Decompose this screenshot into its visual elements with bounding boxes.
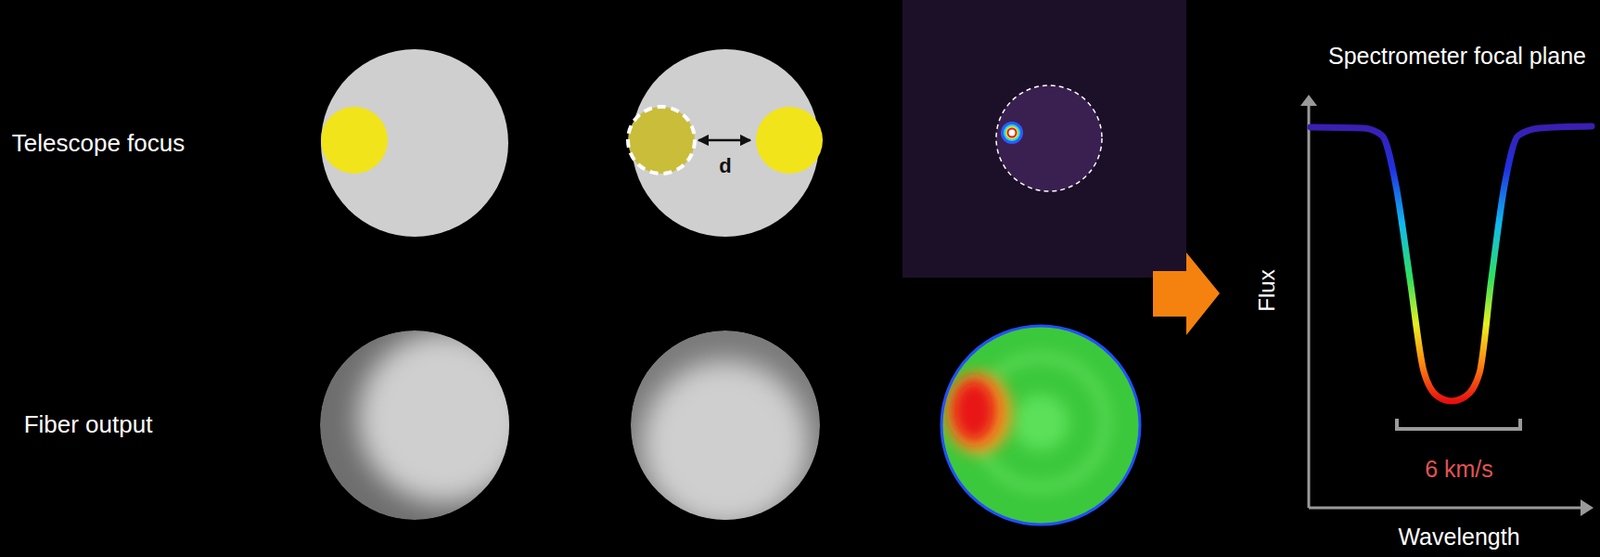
x-axis-head bbox=[1580, 499, 1594, 516]
star-spot bbox=[1000, 121, 1024, 144]
axis-label: Flux bbox=[1255, 268, 1279, 311]
camera-frame bbox=[902, 0, 1187, 278]
fiber-output-1 bbox=[320, 330, 529, 520]
displacement-arrow bbox=[698, 139, 751, 142]
y-axis-head bbox=[1300, 94, 1318, 106]
x-axis bbox=[1308, 506, 1583, 510]
star-spot bbox=[1005, 126, 1019, 140]
width-label: 6 km/s bbox=[1424, 457, 1494, 481]
plot-title: Spectrometer focal plane bbox=[1328, 44, 1587, 68]
fiber-face bbox=[320, 49, 509, 237]
process-arrow bbox=[1152, 252, 1220, 335]
distance-label: d bbox=[718, 155, 731, 177]
star-spot bbox=[1007, 128, 1018, 139]
fiber-output-2 bbox=[630, 330, 820, 527]
axis-label: Wavelength bbox=[1397, 524, 1520, 549]
width-bracket bbox=[1396, 418, 1521, 429]
fiber-core bbox=[996, 85, 1102, 192]
fiber-edge bbox=[941, 325, 1140, 525]
row-label: Fiber output bbox=[24, 411, 154, 436]
star-image-previous bbox=[627, 106, 695, 174]
fiber-output-measured bbox=[941, 325, 1140, 525]
line-profile bbox=[1310, 126, 1592, 401]
star-image bbox=[755, 106, 823, 174]
y-axis bbox=[1307, 103, 1311, 508]
star-image bbox=[320, 106, 388, 174]
row-label: Telescope focus bbox=[12, 130, 185, 155]
star-spot bbox=[1003, 124, 1021, 141]
star-spot bbox=[1009, 129, 1016, 137]
